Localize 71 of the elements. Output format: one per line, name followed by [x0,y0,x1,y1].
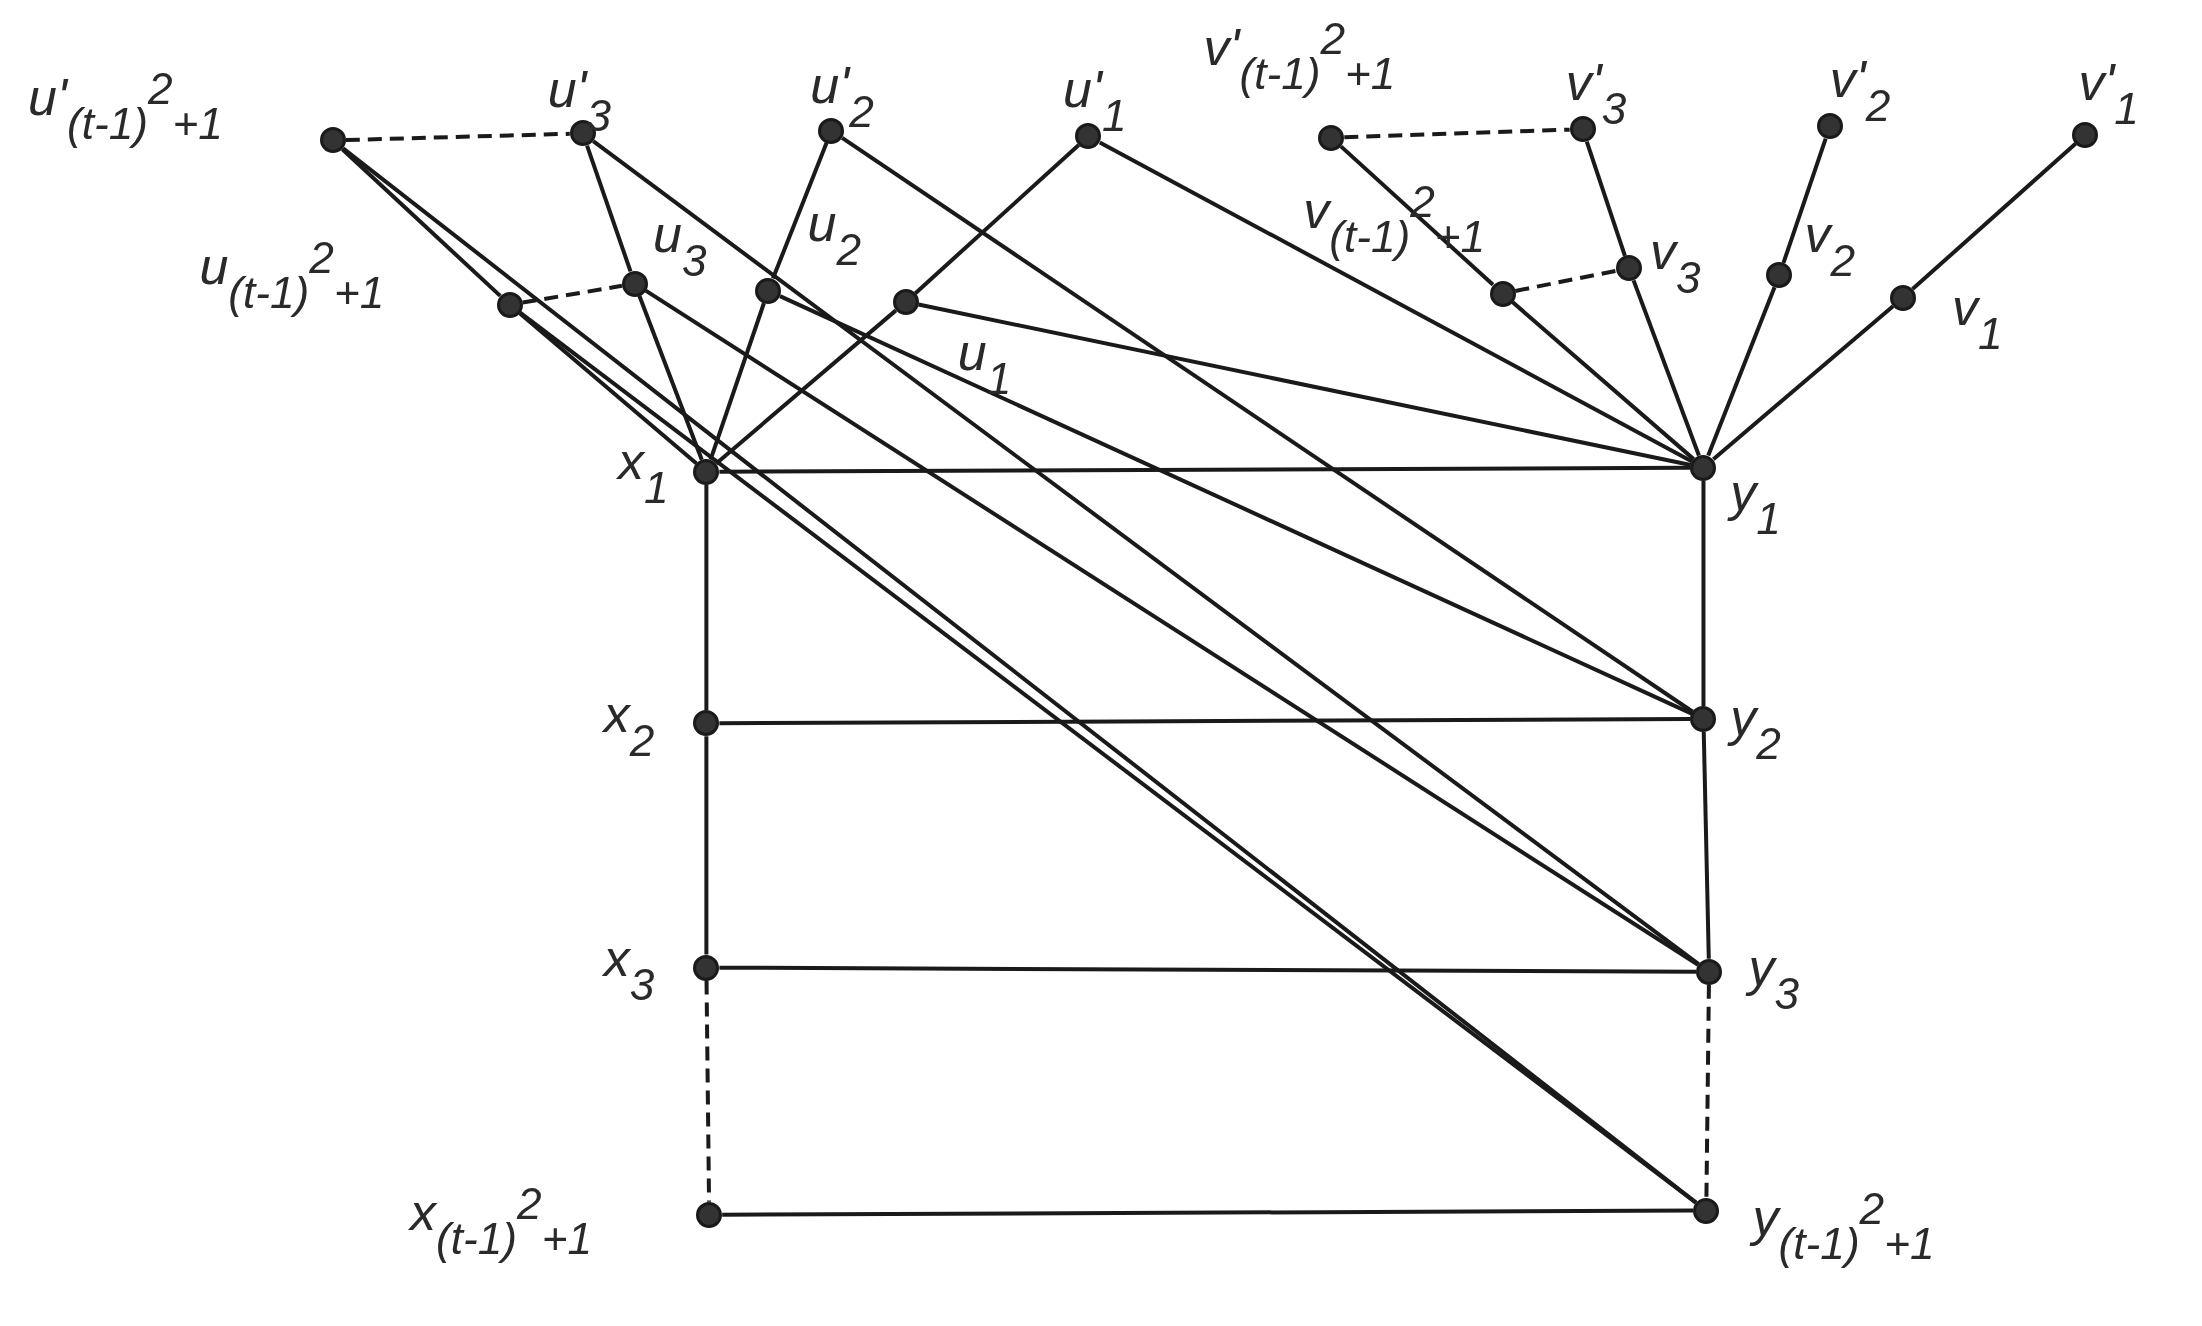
vertex-label: u'$_{1}$ [1063,63,1127,139]
edge-line [1631,279,1701,457]
edge-line [722,1208,1694,1217]
vertex-dot [693,458,720,485]
edge-line [644,289,1700,967]
edge-line [1781,138,1828,264]
vertex-label: v$_{3}$ [1650,224,1701,301]
edge-line [1098,140,1693,464]
edge-line [918,302,1692,467]
edge-line [1515,268,1617,293]
vertex-dot [1690,706,1717,732]
vertex-dot [319,127,346,154]
edge-line [1701,731,1711,959]
edge-line [719,717,1691,726]
edge-line [585,145,633,273]
edge-line [341,146,1698,1205]
vertex-label: v$_{2}$ [1804,207,1856,284]
vertex-label: x$_{2}$ [603,688,655,764]
vertex-dot [1318,124,1345,151]
vertex-label: v'$_{3}$ [1565,56,1627,132]
vertex-dot [1569,116,1596,143]
vertex-dot [496,291,523,318]
vertex-dot [1489,280,1516,307]
vertex-dot [1075,123,1102,150]
vertex-dot [1616,255,1642,282]
edge-line [592,139,1700,966]
vertex-dot [1690,454,1717,481]
edge-line [771,141,829,280]
vertex-dot [1816,113,1843,140]
edge-line [345,131,570,143]
edge-line [522,283,623,305]
edge-line [1911,142,2078,291]
vertex-label: u$_{3}$ [653,207,707,284]
edge-line [704,736,709,955]
vertex-label: x$_{1}$ [617,435,669,511]
edge-line [1584,140,1627,257]
vertex-label: u$_{1}$ [957,325,1012,402]
edge-line [1339,144,1495,287]
edge-line [1704,984,1711,1198]
edge-line [704,484,709,711]
vertex-label: u'$_{3}$ [547,63,612,139]
vertex-label: u$_{2}$ [807,196,861,273]
vertex-dot [1889,284,1916,311]
edge-line [719,465,1691,474]
vertex-label: v'$_{1}$ [2078,56,2139,132]
edge-line [704,980,712,1202]
vertex-dot [2072,121,2099,148]
vertex-dot [693,710,720,737]
vertex-dot [1766,262,1793,289]
vertex-label: u'$_{2}$ [810,58,874,135]
edge-line [914,143,1081,295]
vertex-dot [892,288,919,315]
edge-line [1511,300,1695,461]
edge-line [719,965,1697,974]
vertex-dot [1696,958,1723,985]
edge-line [1706,286,1777,457]
vertex-dot [818,117,845,144]
edge-line [841,136,1694,714]
vertex-label: v$_{1}$ [1952,280,2003,357]
vertex-label: v'$_{2}$ [1829,53,1891,129]
edge-line [715,308,898,465]
edge-line [1701,480,1706,706]
vertex-dot [696,1201,723,1228]
vertex-dot [755,277,782,304]
vertex-dot [693,954,720,981]
edge-line [1344,127,1570,140]
vertex-label: x$_{3}$ [603,932,655,1008]
edge-line [779,294,1693,716]
vertex-dot [621,270,648,297]
vertex-dot [1693,1197,1720,1224]
edge-line [637,295,704,461]
